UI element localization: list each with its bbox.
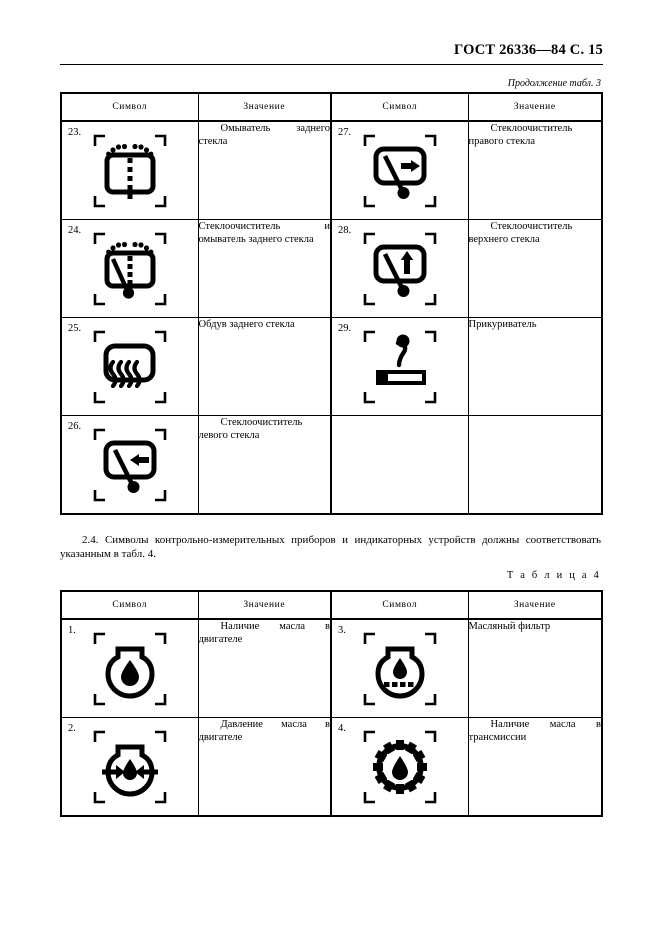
meaning-cell-28: Стеклоочиститель верхнего стекла — [467, 219, 603, 318]
header-rule — [60, 64, 603, 65]
symbol-cell-29: 29. — [330, 317, 469, 416]
symbol-index: 29. — [338, 323, 352, 334]
col-header-symbol-right: Символ — [330, 590, 469, 620]
paragraph-2-4: 2.4. Символы контрольно-измерительных пр… — [60, 534, 601, 560]
symbol-index: 23. — [68, 127, 82, 138]
meaning-cell-24: Стеклоочиститель и омыватель заднего сте… — [197, 219, 332, 318]
table-row: 24. — [60, 219, 603, 318]
symbol-cell-23: 23. — [60, 120, 199, 220]
col-header-meaning-left: Значение — [197, 92, 332, 122]
table-row: 26. — [60, 415, 603, 515]
col-header-symbol-left: Символ — [60, 590, 199, 620]
engine-oil-level-icon — [89, 628, 171, 710]
page-header: ГОСТ 26336—84 С. 15 — [0, 42, 603, 65]
rear-window-defroster-icon — [89, 326, 171, 408]
symbol-cell-1: 1. — [60, 618, 199, 718]
col-header-symbol-right: Символ — [330, 92, 469, 122]
meaning-cell-23: Омыватель заднего стекла — [197, 120, 332, 220]
table-4-caption: Т а б л и ц а 4 — [506, 570, 601, 581]
symbol-cell-26: 26. — [60, 415, 199, 515]
meaning-cell-1: Наличие масла в двигателе — [197, 618, 332, 718]
meaning-cell-26: Стеклоочиститель левого стекла — [197, 415, 332, 515]
meaning-text: Наличие масла в двигателе — [198, 621, 331, 645]
symbol-index: 3. — [338, 625, 346, 636]
table-3-header-row: Символ Значение Символ Значение — [60, 92, 603, 122]
symbol-cell-25: 25. — [60, 317, 199, 416]
left-window-wiper-icon — [89, 424, 171, 506]
upper-window-wiper-icon — [359, 228, 441, 310]
symbol-index: 1. — [68, 625, 76, 636]
table-row: 25. — [60, 317, 603, 416]
col-header-symbol-left: Символ — [60, 92, 199, 122]
meaning-cell-empty — [467, 415, 603, 515]
symbol-index: 27. — [338, 127, 352, 138]
transmission-oil-level-icon — [359, 726, 441, 808]
table-continuation-note: Продолжение табл. 3 — [507, 78, 601, 89]
symbol-cell-2: 2. — [60, 717, 199, 817]
symbol-cell-28: 28. — [330, 219, 469, 318]
symbol-index: 28. — [338, 225, 352, 236]
meaning-text: Обдув заднего стекла — [198, 319, 295, 330]
table-4: Символ Значение Символ Значение 1. — [60, 590, 603, 817]
rear-window-washer-icon — [89, 130, 171, 212]
meaning-cell-25: Обдув заднего стекла — [197, 317, 332, 416]
symbol-index: 25. — [68, 323, 82, 334]
symbol-cell-4: 4. — [330, 717, 469, 817]
rear-window-wiper-washer-icon — [89, 228, 171, 310]
right-window-wiper-icon — [359, 130, 441, 212]
symbol-index: 24. — [68, 225, 82, 236]
meaning-text: Стеклоочиститель правого стекла — [468, 123, 573, 147]
symbol-cell-empty — [330, 415, 469, 515]
table-4-header-row: Символ Значение Символ Значение — [60, 590, 603, 620]
meaning-text: Стеклоочиститель верхнего стекла — [468, 221, 573, 245]
meaning-cell-27: Стеклоочиститель правого стекла — [467, 120, 603, 220]
meaning-cell-3: Масляный фильтр — [467, 618, 603, 718]
symbol-cell-27: 27. — [330, 120, 469, 220]
symbol-cell-3: 3. — [330, 618, 469, 718]
standard-number: ГОСТ 26336—84 С. 15 — [454, 42, 603, 58]
col-header-meaning-right: Значение — [467, 590, 603, 620]
col-header-meaning-right: Значение — [467, 92, 603, 122]
meaning-text: Стеклоочиститель и омыватель заднего сте… — [198, 221, 331, 245]
symbol-cell-24: 24. — [60, 219, 199, 318]
symbol-index: 2. — [68, 723, 76, 734]
table-row: 23. — [60, 120, 603, 220]
col-header-meaning-left: Значение — [197, 590, 332, 620]
meaning-text: Наличие масла в трансмиссии — [468, 719, 602, 743]
meaning-text: Омыватель заднего стекла — [198, 123, 331, 147]
meaning-cell-2: Давление масла в двигателе — [197, 717, 332, 817]
table-row: 1. Наличие масла в д — [60, 618, 603, 718]
cigarette-lighter-icon — [359, 326, 441, 408]
table-row: 2. — [60, 717, 603, 817]
oil-filter-icon — [359, 628, 441, 710]
meaning-text: Масляный фильтр — [468, 621, 551, 632]
meaning-text: Стеклоочиститель левого стекла — [198, 417, 303, 441]
symbol-index: 26. — [68, 421, 82, 432]
meaning-text: Прикуриватель — [468, 319, 537, 330]
engine-oil-pressure-icon — [89, 726, 171, 808]
meaning-cell-29: Прикуриватель — [467, 317, 603, 416]
table-3: Символ Значение Символ Значение 23. — [60, 92, 603, 515]
symbol-index: 4. — [338, 723, 346, 734]
meaning-cell-4: Наличие масла в трансмиссии — [467, 717, 603, 817]
meaning-text: Давление масла в двигателе — [198, 719, 331, 743]
